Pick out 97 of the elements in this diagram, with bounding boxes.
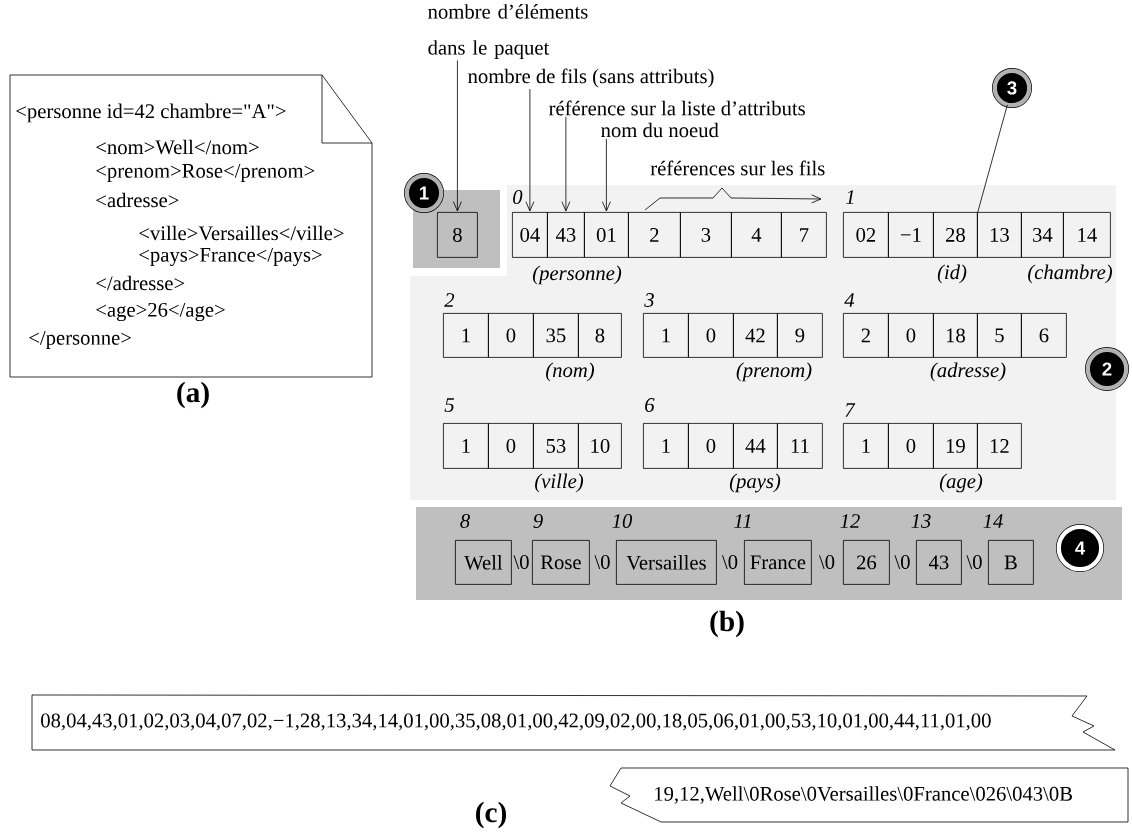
- memory-cell: Well: [455, 540, 512, 585]
- memory-cell: 01: [584, 212, 629, 258]
- tag-name: (nom): [546, 362, 595, 382]
- memory-cell: 02: [843, 212, 889, 258]
- memory-cell: 26: [843, 540, 890, 585]
- panel-label: (c): [476, 801, 506, 829]
- callout-number: 3: [992, 68, 1032, 108]
- index-number: 7: [845, 403, 856, 417]
- index-number: 3: [644, 293, 654, 307]
- memory-cell: 18: [933, 313, 978, 358]
- memory-cell: 1: [443, 313, 489, 358]
- memory-cell: 43: [547, 212, 585, 258]
- memory-cell: Versailles: [616, 540, 717, 585]
- memory-cell: 42: [733, 313, 778, 358]
- index-number: 0: [513, 190, 523, 204]
- memory-cell: 5: [977, 313, 1022, 358]
- memory-cell: 2: [628, 212, 681, 258]
- memory-cell: 04: [512, 212, 548, 258]
- memory-cell: 4: [731, 212, 782, 258]
- memory-cell: 8: [437, 212, 478, 258]
- document-page: <personne id=42 chambre="A"> <nom>Well</nom> <prenom>Rose</prenom> <adresse> <ville>Versailles</ville> <pays>France</pays> </adresse> <age>26</age> </personne>: [9, 74, 373, 378]
- annotation-text: références sur les fils: [650, 160, 825, 176]
- memory-cell: 53: [533, 423, 579, 469]
- memory-cell: 19: [933, 423, 978, 469]
- terminator-text: \0: [894, 555, 910, 569]
- tag-name: (pays): [729, 473, 781, 493]
- memory-cell: 0: [688, 313, 734, 358]
- memory-cell: 2: [843, 313, 889, 358]
- memory-cell: 11: [777, 423, 823, 469]
- memory-cell: 12: [977, 423, 1022, 469]
- memory-cell: 9: [777, 313, 823, 358]
- memory-cell: 3: [680, 212, 732, 258]
- memory-cell: 0: [688, 423, 734, 469]
- index-number: 13: [911, 514, 931, 528]
- index-number: 6: [645, 398, 655, 412]
- memory-cell: 1: [443, 423, 489, 469]
- annotation-text: nombre de fils (sans attributs): [468, 68, 714, 88]
- memory-cell: 28: [933, 212, 978, 258]
- annotation-text: nom du noeud: [601, 122, 719, 138]
- memory-cell: 1: [643, 313, 689, 358]
- arrow: [602, 138, 611, 212]
- panel-label: (b): [710, 610, 744, 638]
- paper-strip: 08,04,43,01,02,03,04,07,02,−1,28,13,34,14,01,00,35,08,01,00,42,09,02,00,18,05,06,01,00,53,10,01,00,44,11,01,00: [31, 694, 1116, 751]
- memory-cell: 0: [888, 423, 934, 469]
- memory-cell: 1: [643, 423, 689, 469]
- panel-label: (a): [177, 381, 209, 409]
- memory-cell: 35: [533, 313, 579, 358]
- terminator-text: \0: [721, 555, 738, 569]
- terminator-text: \0: [966, 555, 982, 569]
- memory-cell: 43: [916, 540, 962, 585]
- memory-cell: 0: [488, 423, 534, 469]
- memory-cell: 14: [1063, 212, 1111, 258]
- arrow: [453, 60, 462, 212]
- memory-cell: −1: [888, 212, 934, 258]
- memory-cell: 1: [843, 423, 889, 469]
- callout-number: 4: [1056, 524, 1104, 572]
- callout-number: 2: [1085, 347, 1129, 391]
- arrow: [561, 116, 571, 212]
- memory-cell: 7: [781, 212, 827, 258]
- tag-name: (personne): [532, 265, 622, 285]
- memory-cell: 8: [578, 313, 622, 358]
- paper-strip: 19,12,Well\0Rose\0Versailles\0France\026\043\0B: [609, 767, 1129, 823]
- panel-background: [416, 507, 1122, 600]
- tag-name: (age): [939, 473, 983, 493]
- memory-cell: 6: [1021, 313, 1067, 358]
- memory-cell: 34: [1021, 212, 1064, 258]
- callout-number: 1: [404, 173, 444, 213]
- tag-name: (chambre): [1028, 264, 1113, 284]
- memory-cell: 13: [977, 212, 1022, 258]
- memory-cell: France: [744, 540, 812, 585]
- index-number: 10: [612, 514, 633, 528]
- memory-cell: 10: [578, 423, 622, 469]
- tag-name: (prenom): [736, 362, 812, 382]
- annotation-text: référence sur la liste d’attributs: [549, 100, 805, 116]
- memory-cell: 44: [733, 423, 778, 469]
- index-number: 2: [444, 293, 455, 307]
- memory-cell: 0: [488, 313, 534, 358]
- terminator-text: \0: [818, 555, 835, 569]
- memory-cell: B: [988, 540, 1034, 585]
- index-number: 9: [533, 514, 543, 528]
- index-number: 8: [460, 514, 470, 528]
- index-number: 4: [844, 293, 855, 307]
- tag-name: (ville): [535, 473, 584, 493]
- terminator-text: \0: [594, 555, 610, 569]
- memory-cell: 0: [888, 313, 934, 358]
- arrow: [525, 88, 535, 212]
- index-number: 1: [846, 190, 854, 204]
- index-number: 14: [983, 514, 1003, 528]
- tag-name: (id): [937, 264, 967, 284]
- memory-cell: Rose: [532, 540, 590, 585]
- index-number: 12: [840, 514, 860, 528]
- terminator-text: \0: [513, 555, 529, 569]
- index-number: 5: [444, 398, 454, 412]
- tag-name: (adresse): [930, 362, 1006, 382]
- leader-line: [977, 104, 1008, 213]
- index-number: 11: [734, 514, 751, 528]
- panel-background: [410, 185, 1116, 500]
